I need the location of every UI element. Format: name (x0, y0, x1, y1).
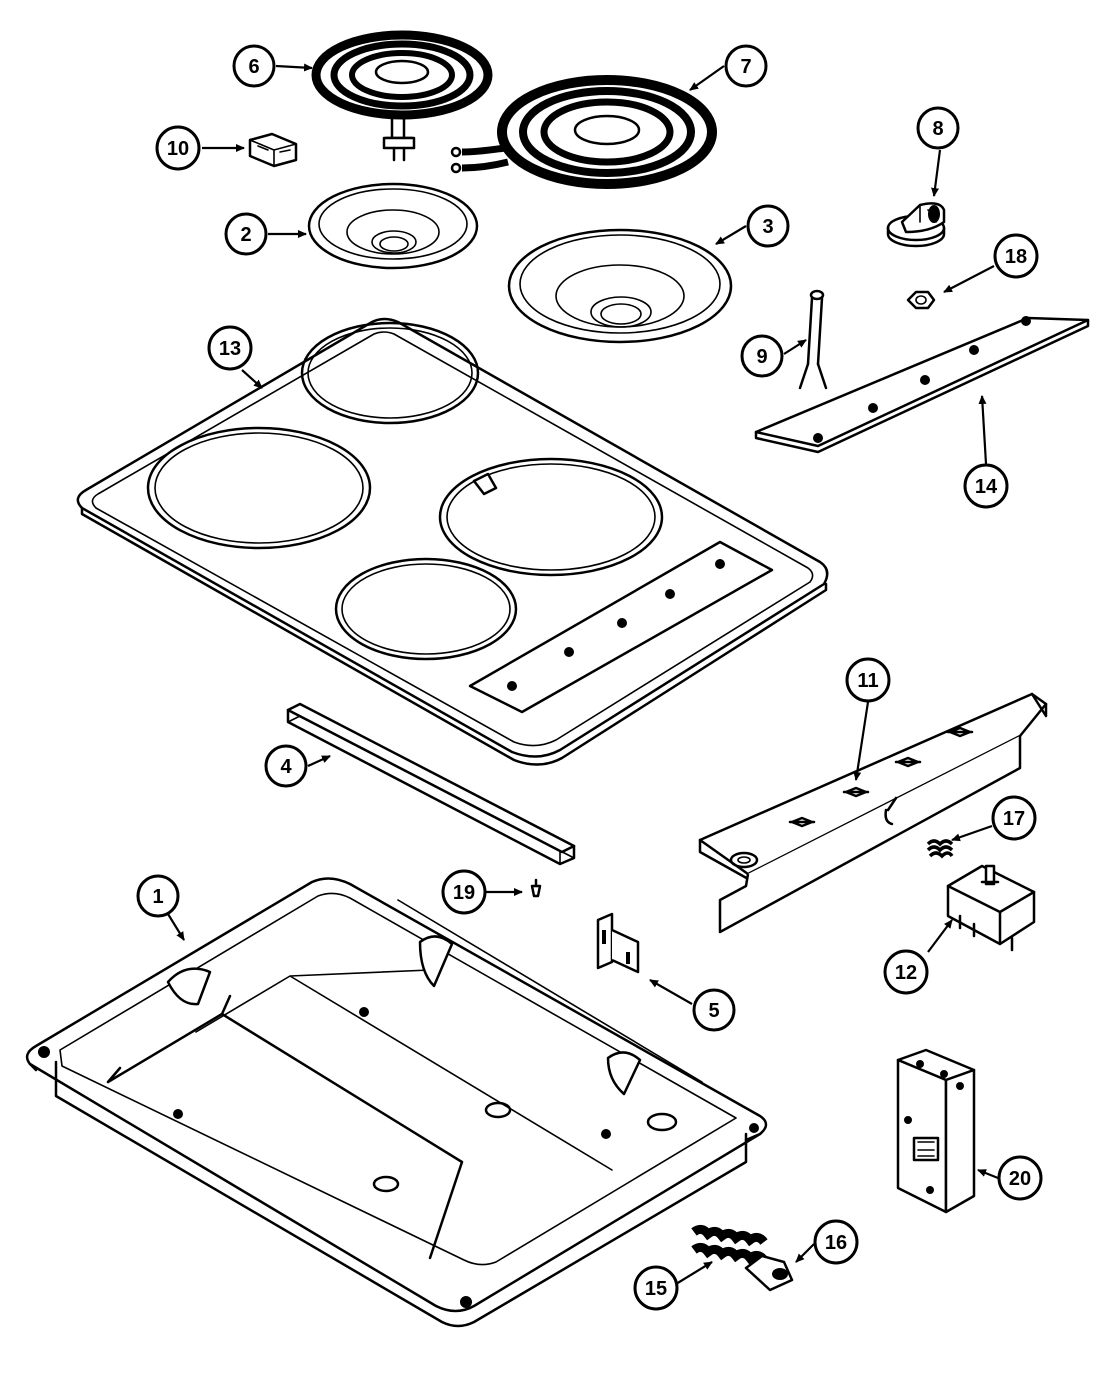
control-knob (886, 202, 946, 248)
callout-7: 7 (724, 44, 768, 88)
callout-8: 8 (916, 106, 960, 150)
callout-12: 12 (883, 949, 929, 995)
spring (926, 839, 954, 859)
callout-1-label: 1 (152, 886, 163, 908)
callout-2-label: 2 (240, 224, 251, 246)
callout-3: 3 (746, 204, 790, 248)
callout-18: 18 (993, 233, 1039, 279)
callout-10: 10 (155, 125, 201, 171)
cooktop-top (76, 317, 829, 766)
screw (530, 878, 542, 898)
conduit-and-connector (691, 1224, 794, 1292)
callout-11: 11 (845, 657, 891, 703)
leader-lines (167, 63, 999, 1285)
callout-15-label: 15 (645, 1278, 667, 1300)
bottom-pan (25, 877, 768, 1328)
callout-6-label: 6 (248, 56, 259, 78)
callout-11-label: 11 (857, 670, 878, 692)
control-bracket (698, 692, 1048, 934)
callout-3-label: 3 (762, 216, 773, 238)
callout-9: 9 (740, 334, 784, 378)
callout-7-label: 7 (740, 56, 751, 78)
bracket-clip (596, 912, 640, 974)
surface-element-small (311, 30, 493, 162)
element-pin (798, 289, 828, 390)
infinite-switch (946, 864, 1036, 952)
surface-element-large (450, 75, 717, 189)
callout-15: 15 (633, 1265, 679, 1311)
callout-17: 17 (991, 795, 1037, 841)
callout-16-label: 16 (825, 1232, 847, 1254)
trim-strip (286, 702, 576, 866)
callout-13: 13 (207, 325, 253, 371)
callout-16: 16 (813, 1219, 859, 1265)
junction-box (896, 1048, 976, 1214)
callout-14: 14 (963, 463, 1009, 509)
callout-20: 20 (997, 1155, 1043, 1201)
callout-9-label: 9 (756, 346, 767, 368)
callout-5-label: 5 (708, 1000, 719, 1022)
drip-bowl-small (307, 182, 479, 270)
callout-12-label: 12 (895, 962, 917, 984)
callout-17-label: 17 (1003, 808, 1025, 830)
callout-13-label: 13 (219, 338, 241, 360)
terminal-block (248, 132, 298, 168)
callout-1: 1 (136, 874, 180, 918)
callout-14-label: 14 (975, 476, 998, 498)
callout-18-label: 18 (1005, 246, 1027, 268)
callout-19: 19 (441, 869, 487, 915)
control-panel-plate (754, 316, 1090, 454)
callout-4: 4 (264, 744, 308, 788)
drip-bowl-large (507, 228, 733, 344)
callout-20-label: 20 (1009, 1168, 1031, 1190)
callout-2: 2 (224, 212, 268, 256)
callout-5: 5 (692, 988, 736, 1032)
callout-19-label: 19 (453, 882, 475, 904)
callout-6: 6 (232, 44, 276, 88)
callout-8-label: 8 (932, 118, 943, 140)
callout-4-label: 4 (280, 756, 292, 778)
hex-nut (906, 290, 936, 310)
callout-10-label: 10 (167, 138, 189, 160)
